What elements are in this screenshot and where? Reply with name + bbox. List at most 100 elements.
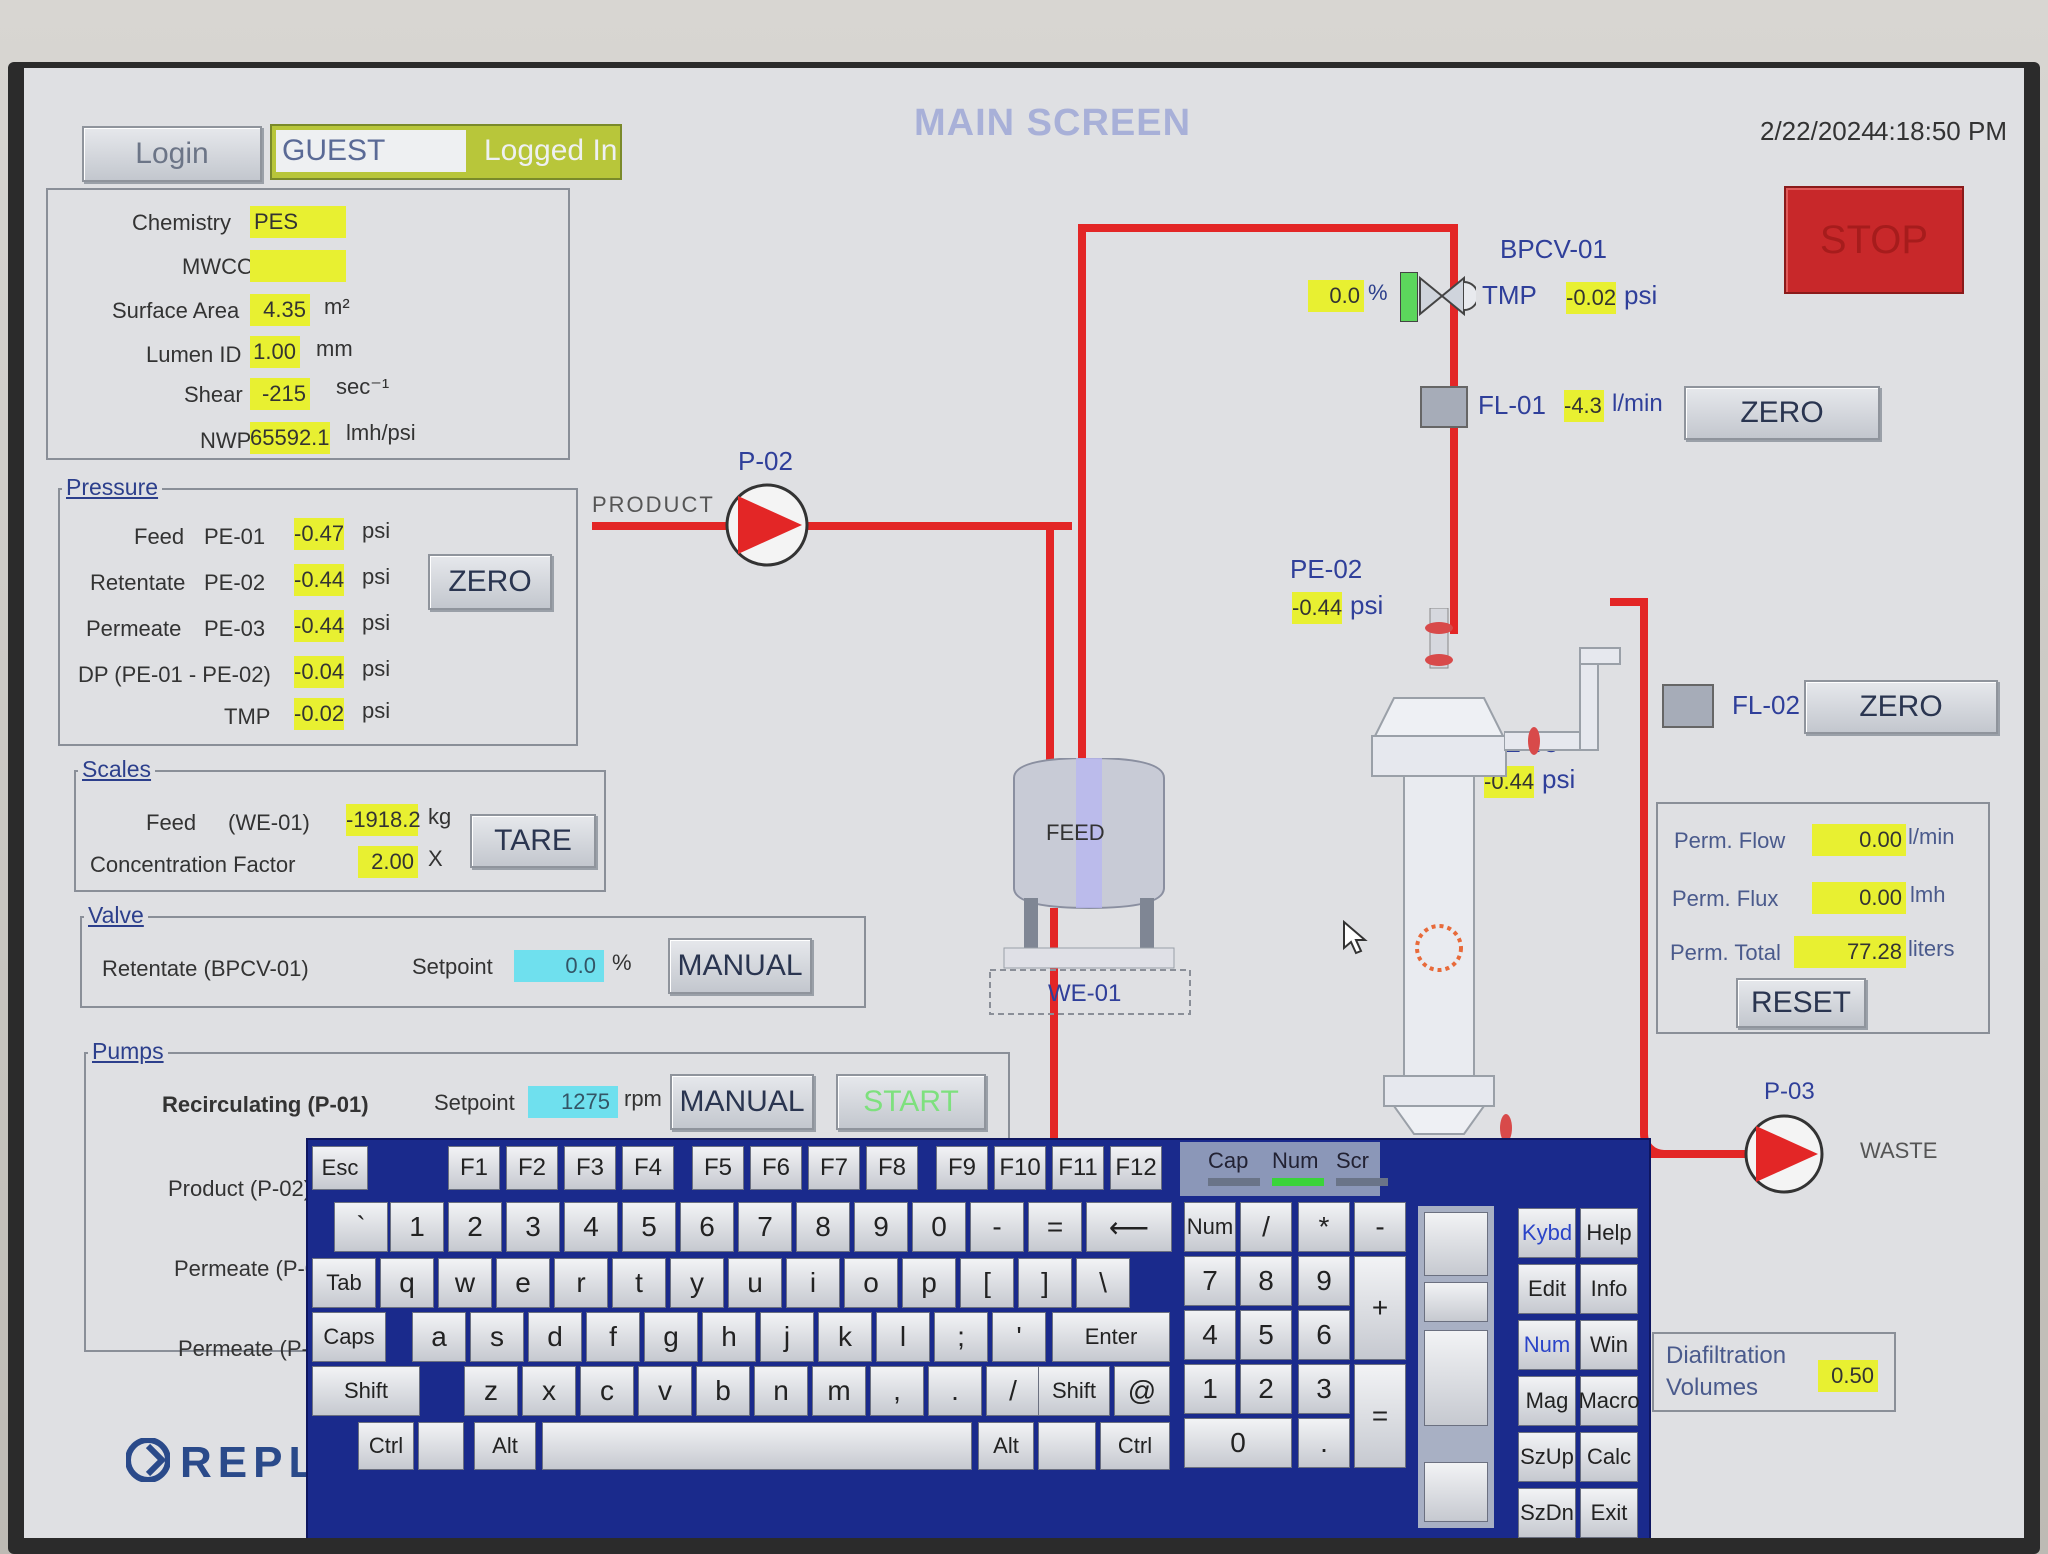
- enter-key[interactable]: Enter: [1052, 1312, 1170, 1362]
- key-row3-8[interactable]: l: [876, 1312, 930, 1362]
- shift-key[interactable]: Shift: [312, 1366, 420, 1416]
- side-macro-button[interactable]: Macro: [1578, 1376, 1640, 1426]
- key-row4-1[interactable]: x: [522, 1366, 576, 1416]
- backspace-arrow-icon[interactable]: [1424, 1282, 1488, 1322]
- key-row3-1[interactable]: s: [470, 1312, 524, 1362]
- key-row1-4[interactable]: 4: [564, 1202, 618, 1252]
- tare-button[interactable]: TARE: [470, 814, 596, 868]
- menu-key[interactable]: [1038, 1422, 1096, 1470]
- f12-key[interactable]: F12: [1110, 1146, 1162, 1190]
- key-r[interactable]: r: [554, 1258, 608, 1308]
- numpad-div-key[interactable]: /: [1240, 1202, 1292, 1252]
- numpad-9-key[interactable]: 9: [1298, 1256, 1350, 1306]
- key-row3-5[interactable]: h: [702, 1312, 756, 1362]
- key-row4-5[interactable]: n: [754, 1366, 808, 1416]
- waste-pump-icon[interactable]: [1742, 1112, 1826, 1196]
- dock-keyboard-icon[interactable]: [1424, 1212, 1488, 1276]
- f8-key[interactable]: F8: [866, 1146, 918, 1190]
- perm-reset-button[interactable]: RESET: [1736, 978, 1866, 1028]
- key-row3-7[interactable]: k: [818, 1312, 872, 1362]
- key-row3-6[interactable]: j: [760, 1312, 814, 1362]
- side-exit-button[interactable]: Exit: [1580, 1488, 1638, 1538]
- key-row3-3[interactable]: f: [586, 1312, 640, 1362]
- numpad-2-key[interactable]: 2: [1240, 1364, 1292, 1414]
- minimize-icon[interactable]: [1424, 1462, 1488, 1522]
- key-row4-6[interactable]: m: [812, 1366, 866, 1416]
- numpad-5-key[interactable]: 5: [1240, 1310, 1292, 1360]
- ctrl-key[interactable]: Ctrl: [358, 1422, 414, 1470]
- alt-right-key[interactable]: Alt: [978, 1422, 1034, 1470]
- f3-key[interactable]: F3: [564, 1146, 616, 1190]
- key-row3-2[interactable]: d: [528, 1312, 582, 1362]
- key-p[interactable]: p: [902, 1258, 956, 1308]
- key-i[interactable]: i: [786, 1258, 840, 1308]
- key-row1-2[interactable]: 2: [448, 1202, 502, 1252]
- key-rbracket[interactable]: ]: [1018, 1258, 1072, 1308]
- tab-key[interactable]: Tab: [312, 1258, 376, 1308]
- fl02-zero-button[interactable]: ZERO: [1804, 680, 1998, 734]
- key-row1-0[interactable]: `: [334, 1202, 388, 1252]
- key-w[interactable]: w: [438, 1258, 492, 1308]
- f10-key[interactable]: F10: [994, 1146, 1046, 1190]
- key-row4-2[interactable]: c: [580, 1366, 634, 1416]
- key-row1-11[interactable]: -: [970, 1202, 1024, 1252]
- numpad-mul-key[interactable]: *: [1298, 1202, 1350, 1252]
- key-q[interactable]: q: [380, 1258, 434, 1308]
- key-t[interactable]: t: [612, 1258, 666, 1308]
- ctrl-right-key[interactable]: Ctrl: [1100, 1422, 1170, 1470]
- side-edit-button[interactable]: Edit: [1518, 1264, 1576, 1314]
- key-row1-10[interactable]: 0: [912, 1202, 966, 1252]
- pump-manual-button[interactable]: MANUAL: [670, 1074, 814, 1130]
- key-lbracket[interactable]: [: [960, 1258, 1014, 1308]
- numpad-3-key[interactable]: 3: [1298, 1364, 1350, 1414]
- numpad-8-key[interactable]: 8: [1240, 1256, 1292, 1306]
- key-e[interactable]: e: [496, 1258, 550, 1308]
- side-kybd-button[interactable]: Kybd: [1518, 1208, 1576, 1258]
- key-row3-9[interactable]: ;: [934, 1312, 988, 1362]
- side-szup-button[interactable]: SzUp: [1518, 1432, 1576, 1482]
- pressure-zero-button[interactable]: ZERO: [428, 554, 552, 610]
- pump-start-button[interactable]: START: [836, 1074, 986, 1130]
- login-button[interactable]: Login: [82, 126, 262, 182]
- key-row1-8[interactable]: 8: [796, 1202, 850, 1252]
- side-szdn-button[interactable]: SzDn: [1518, 1488, 1576, 1538]
- control-valve-icon[interactable]: [1416, 272, 1479, 320]
- key-row4-8[interactable]: .: [928, 1366, 982, 1416]
- alt-key[interactable]: Alt: [474, 1422, 536, 1470]
- key-row4-0[interactable]: z: [464, 1366, 518, 1416]
- side-num-button[interactable]: Num: [1518, 1320, 1576, 1370]
- key-y[interactable]: y: [670, 1258, 724, 1308]
- numpad-4-key[interactable]: 4: [1184, 1310, 1236, 1360]
- f2-key[interactable]: F2: [506, 1146, 558, 1190]
- caps-key[interactable]: Caps: [312, 1312, 386, 1362]
- numpad-plus-key[interactable]: +: [1354, 1256, 1406, 1360]
- esc-key[interactable]: Esc: [312, 1146, 368, 1190]
- key-row1-13[interactable]: ⟵: [1086, 1202, 1172, 1252]
- key-row1-3[interactable]: 3: [506, 1202, 560, 1252]
- fl01-zero-button[interactable]: ZERO: [1684, 386, 1880, 440]
- side-calc-button[interactable]: Calc: [1580, 1432, 1638, 1482]
- pump-setpoint-input[interactable]: 1275: [528, 1086, 618, 1118]
- numpad-equals-key[interactable]: =: [1354, 1364, 1406, 1468]
- key-u[interactable]: u: [728, 1258, 782, 1308]
- numpad-0-key[interactable]: 0: [1184, 1418, 1292, 1468]
- key-row3-4[interactable]: g: [644, 1312, 698, 1362]
- key-row1-9[interactable]: 9: [854, 1202, 908, 1252]
- valve-manual-button[interactable]: MANUAL: [668, 938, 812, 994]
- key-row4-3[interactable]: v: [638, 1366, 692, 1416]
- stop-button[interactable]: STOP: [1784, 186, 1964, 294]
- valve-setpoint-input[interactable]: 0.0: [514, 950, 604, 982]
- numpad-num-key[interactable]: Num: [1184, 1202, 1236, 1252]
- keyboard-preview-icon[interactable]: [1424, 1330, 1488, 1426]
- numpad-6-key[interactable]: 6: [1298, 1310, 1350, 1360]
- key-row1-12[interactable]: =: [1028, 1202, 1082, 1252]
- f5-key[interactable]: F5: [692, 1146, 744, 1190]
- side-help-button[interactable]: Help: [1580, 1208, 1638, 1258]
- shift-right-key[interactable]: Shift: [1038, 1366, 1110, 1416]
- numpad-1-key[interactable]: 1: [1184, 1364, 1236, 1414]
- f6-key[interactable]: F6: [750, 1146, 802, 1190]
- key-row1-7[interactable]: 7: [738, 1202, 792, 1252]
- f4-key[interactable]: F4: [622, 1146, 674, 1190]
- product-pump-icon[interactable]: [724, 482, 810, 568]
- f1-key[interactable]: F1: [448, 1146, 500, 1190]
